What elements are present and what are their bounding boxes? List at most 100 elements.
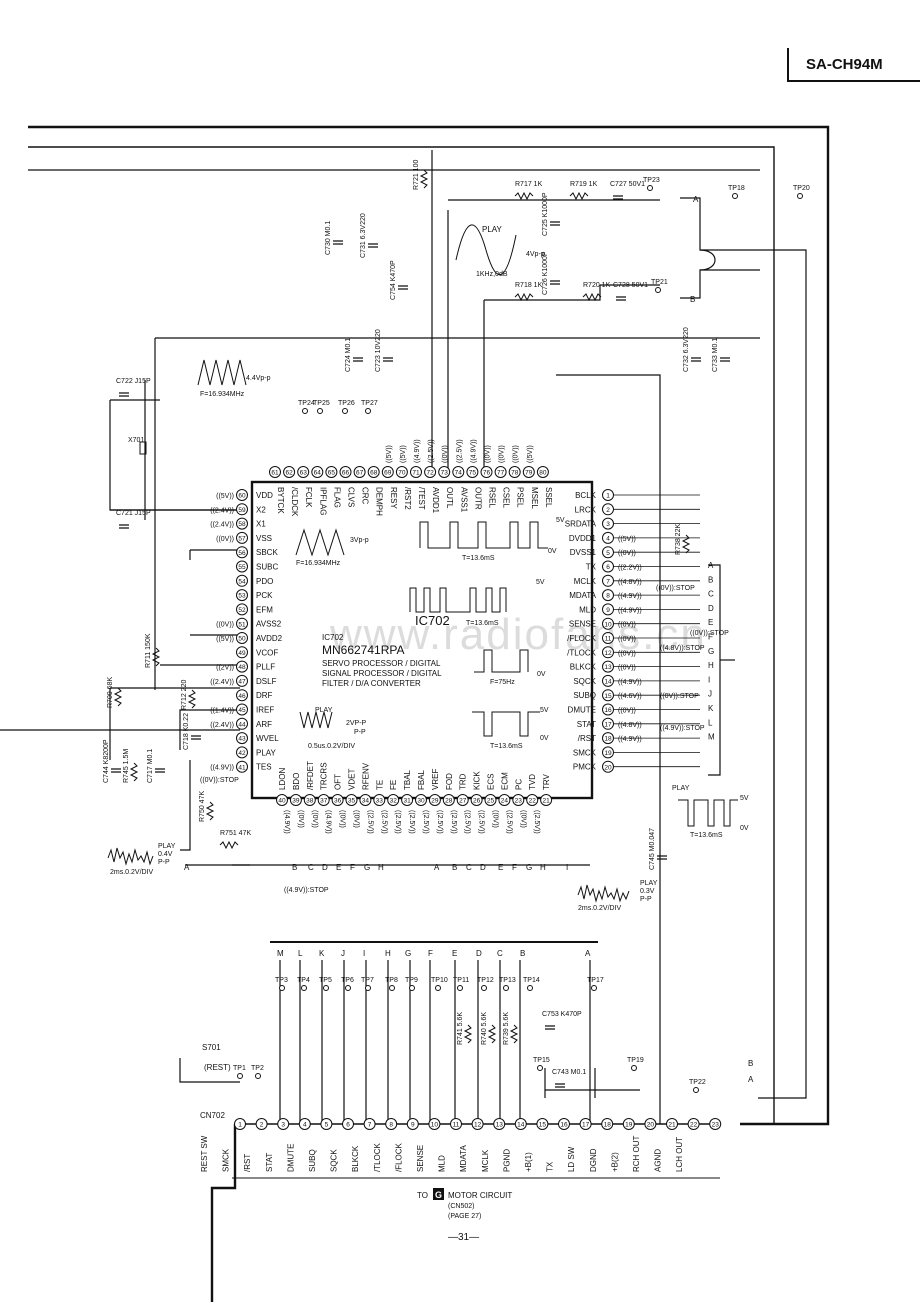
pin-69-name: RESY — [389, 487, 398, 509]
tp13-label: TP13 — [499, 977, 516, 984]
pin-80-circle — [536, 466, 549, 478]
pin-79-circle — [522, 466, 535, 478]
pin-66-name: CLVS — [347, 487, 356, 507]
pin-30-number: 30 — [417, 798, 425, 805]
c744-capacitor-symbol — [111, 768, 121, 773]
cn702-pin-1-name: REST SW — [200, 1135, 209, 1172]
pin-66-number: 66 — [342, 470, 350, 477]
pin-74-name: AVSS1 — [459, 487, 468, 513]
bus-lower-right-e: E — [498, 863, 503, 872]
pin-41-name: TES — [256, 763, 272, 772]
pin-13-circle — [493, 1118, 506, 1130]
r709-resistor-symbol — [113, 687, 123, 707]
pin-50-voltage: ((5V)) — [216, 636, 234, 643]
pin-72-voltage: ((2.5V)) — [428, 439, 435, 463]
pin-61-number: 61 — [271, 470, 279, 477]
pin-28-name: FOD — [445, 773, 454, 790]
tp17-marker — [591, 985, 597, 991]
bus-lower-right-c: C — [466, 863, 472, 872]
pin-59-voltage: ((2.4V)) — [210, 507, 234, 514]
pin-58-voltage: ((2.4V)) — [210, 522, 234, 529]
tp9-label: TP9 — [405, 977, 418, 984]
c722-capacitor-symbol — [119, 392, 129, 397]
pin-56-number: 56 — [238, 550, 246, 557]
pin-61-name: BYTCK — [276, 487, 285, 514]
pin-36-name: OFT — [334, 774, 343, 790]
pin-7-circle — [602, 574, 614, 587]
cn702-pin-13-name: MDATA — [459, 1145, 468, 1172]
output-a: A — [693, 195, 699, 204]
pin-17-circle — [602, 717, 614, 730]
pin-14-name: SQCK — [573, 677, 596, 686]
wf-right-5v: 5V — [740, 795, 749, 802]
pin-74-number: 74 — [455, 470, 463, 477]
pin-22-voltage: ((2.5V)) — [533, 810, 540, 834]
pin-35-name: VDET — [348, 769, 357, 790]
pin-72-number: 72 — [426, 470, 434, 477]
pin-51-number: 51 — [238, 621, 246, 628]
c718-capacitor-symbol — [191, 735, 201, 740]
pin-4-circle — [602, 531, 614, 544]
pin-76-number: 76 — [483, 470, 491, 477]
c723-label: C723 10V220 — [375, 329, 382, 372]
pin-13-number: 13 — [604, 664, 612, 671]
c753-label: C753 K470P — [542, 1011, 582, 1018]
pin-79-name: MSEL — [530, 487, 539, 509]
pin-25-voltage: ((0V)) — [492, 810, 499, 828]
ic-ref: IC702 — [415, 613, 450, 628]
pin-47-circle — [236, 674, 248, 687]
pin-73-name: OUTL — [445, 487, 454, 509]
c743-label: C743 M0.1 — [552, 1069, 586, 1076]
r718-resistor-symbol — [514, 292, 534, 302]
bus-bottom-l: L — [298, 949, 303, 958]
pin-24-voltage: ((2.5V)) — [505, 810, 512, 834]
c718-label: C718 K0.22 — [183, 713, 190, 750]
cn702-pin-9-name: /TLOCK — [373, 1142, 382, 1172]
pin-12-name: /TLOCK — [567, 648, 597, 657]
tp6-marker — [345, 985, 351, 991]
dest-cn: (CN502) — [448, 1203, 474, 1210]
pin-26-number: 26 — [473, 798, 481, 805]
pin-17-name: STAT — [577, 720, 596, 729]
c731-capacitor-symbol — [368, 243, 378, 248]
pin-5-circle — [320, 1118, 333, 1130]
pin-58-number: 58 — [238, 521, 246, 528]
right-waveform — [678, 799, 738, 827]
pin-37-name: TRCRS — [320, 762, 329, 790]
pin-3-circle — [277, 1118, 290, 1130]
pin-25-name: ECS — [487, 774, 496, 790]
pin-48-name: PLLF — [256, 663, 275, 672]
arf-waveform — [299, 711, 333, 729]
cn702-pin-3-name: /RST — [243, 1154, 252, 1172]
pin-19-name: SMCK — [573, 748, 597, 757]
pin-32-number: 32 — [390, 798, 398, 805]
cn702-pin-7-name: SQCK — [330, 1149, 339, 1172]
pin-44-circle — [236, 717, 248, 730]
pin-65-name: FLAG — [332, 487, 341, 508]
r745-resistor-symbol — [129, 762, 139, 782]
cn702-label: CN702 — [200, 1111, 225, 1120]
tp20-marker — [797, 193, 803, 199]
pin-54-number: 54 — [238, 578, 246, 585]
tp25-marker — [317, 408, 323, 414]
cn702-pin-19-name: DGND — [589, 1148, 598, 1172]
pin-80-number: 80 — [539, 470, 547, 477]
bus-lower-left-g: G — [364, 863, 370, 872]
c724-capacitor-symbol — [353, 357, 363, 362]
bus-lower-left-f: F — [350, 863, 355, 872]
bus-right-i: I — [708, 675, 710, 684]
pin-10-circle — [428, 1118, 441, 1130]
wf-vpp-top: 4Vp-p — [526, 251, 545, 258]
pin-27-number: 27 — [459, 798, 467, 805]
pin-72-name: AVDD1 — [431, 487, 440, 514]
pin-39-circle — [289, 794, 302, 806]
pin-9-voltage: ((4.9V)) — [618, 607, 642, 614]
tp22-marker — [693, 1087, 699, 1093]
pin-38-name: /RFDET — [306, 761, 315, 790]
c730-capacitor-symbol — [333, 240, 343, 245]
bus-right-f: F — [708, 633, 713, 642]
sub-waveform — [472, 711, 540, 737]
pin-1-circle — [602, 489, 614, 501]
pin-37-circle — [317, 794, 330, 806]
wf-xtal-freq: F=16.934MHz — [200, 391, 245, 398]
